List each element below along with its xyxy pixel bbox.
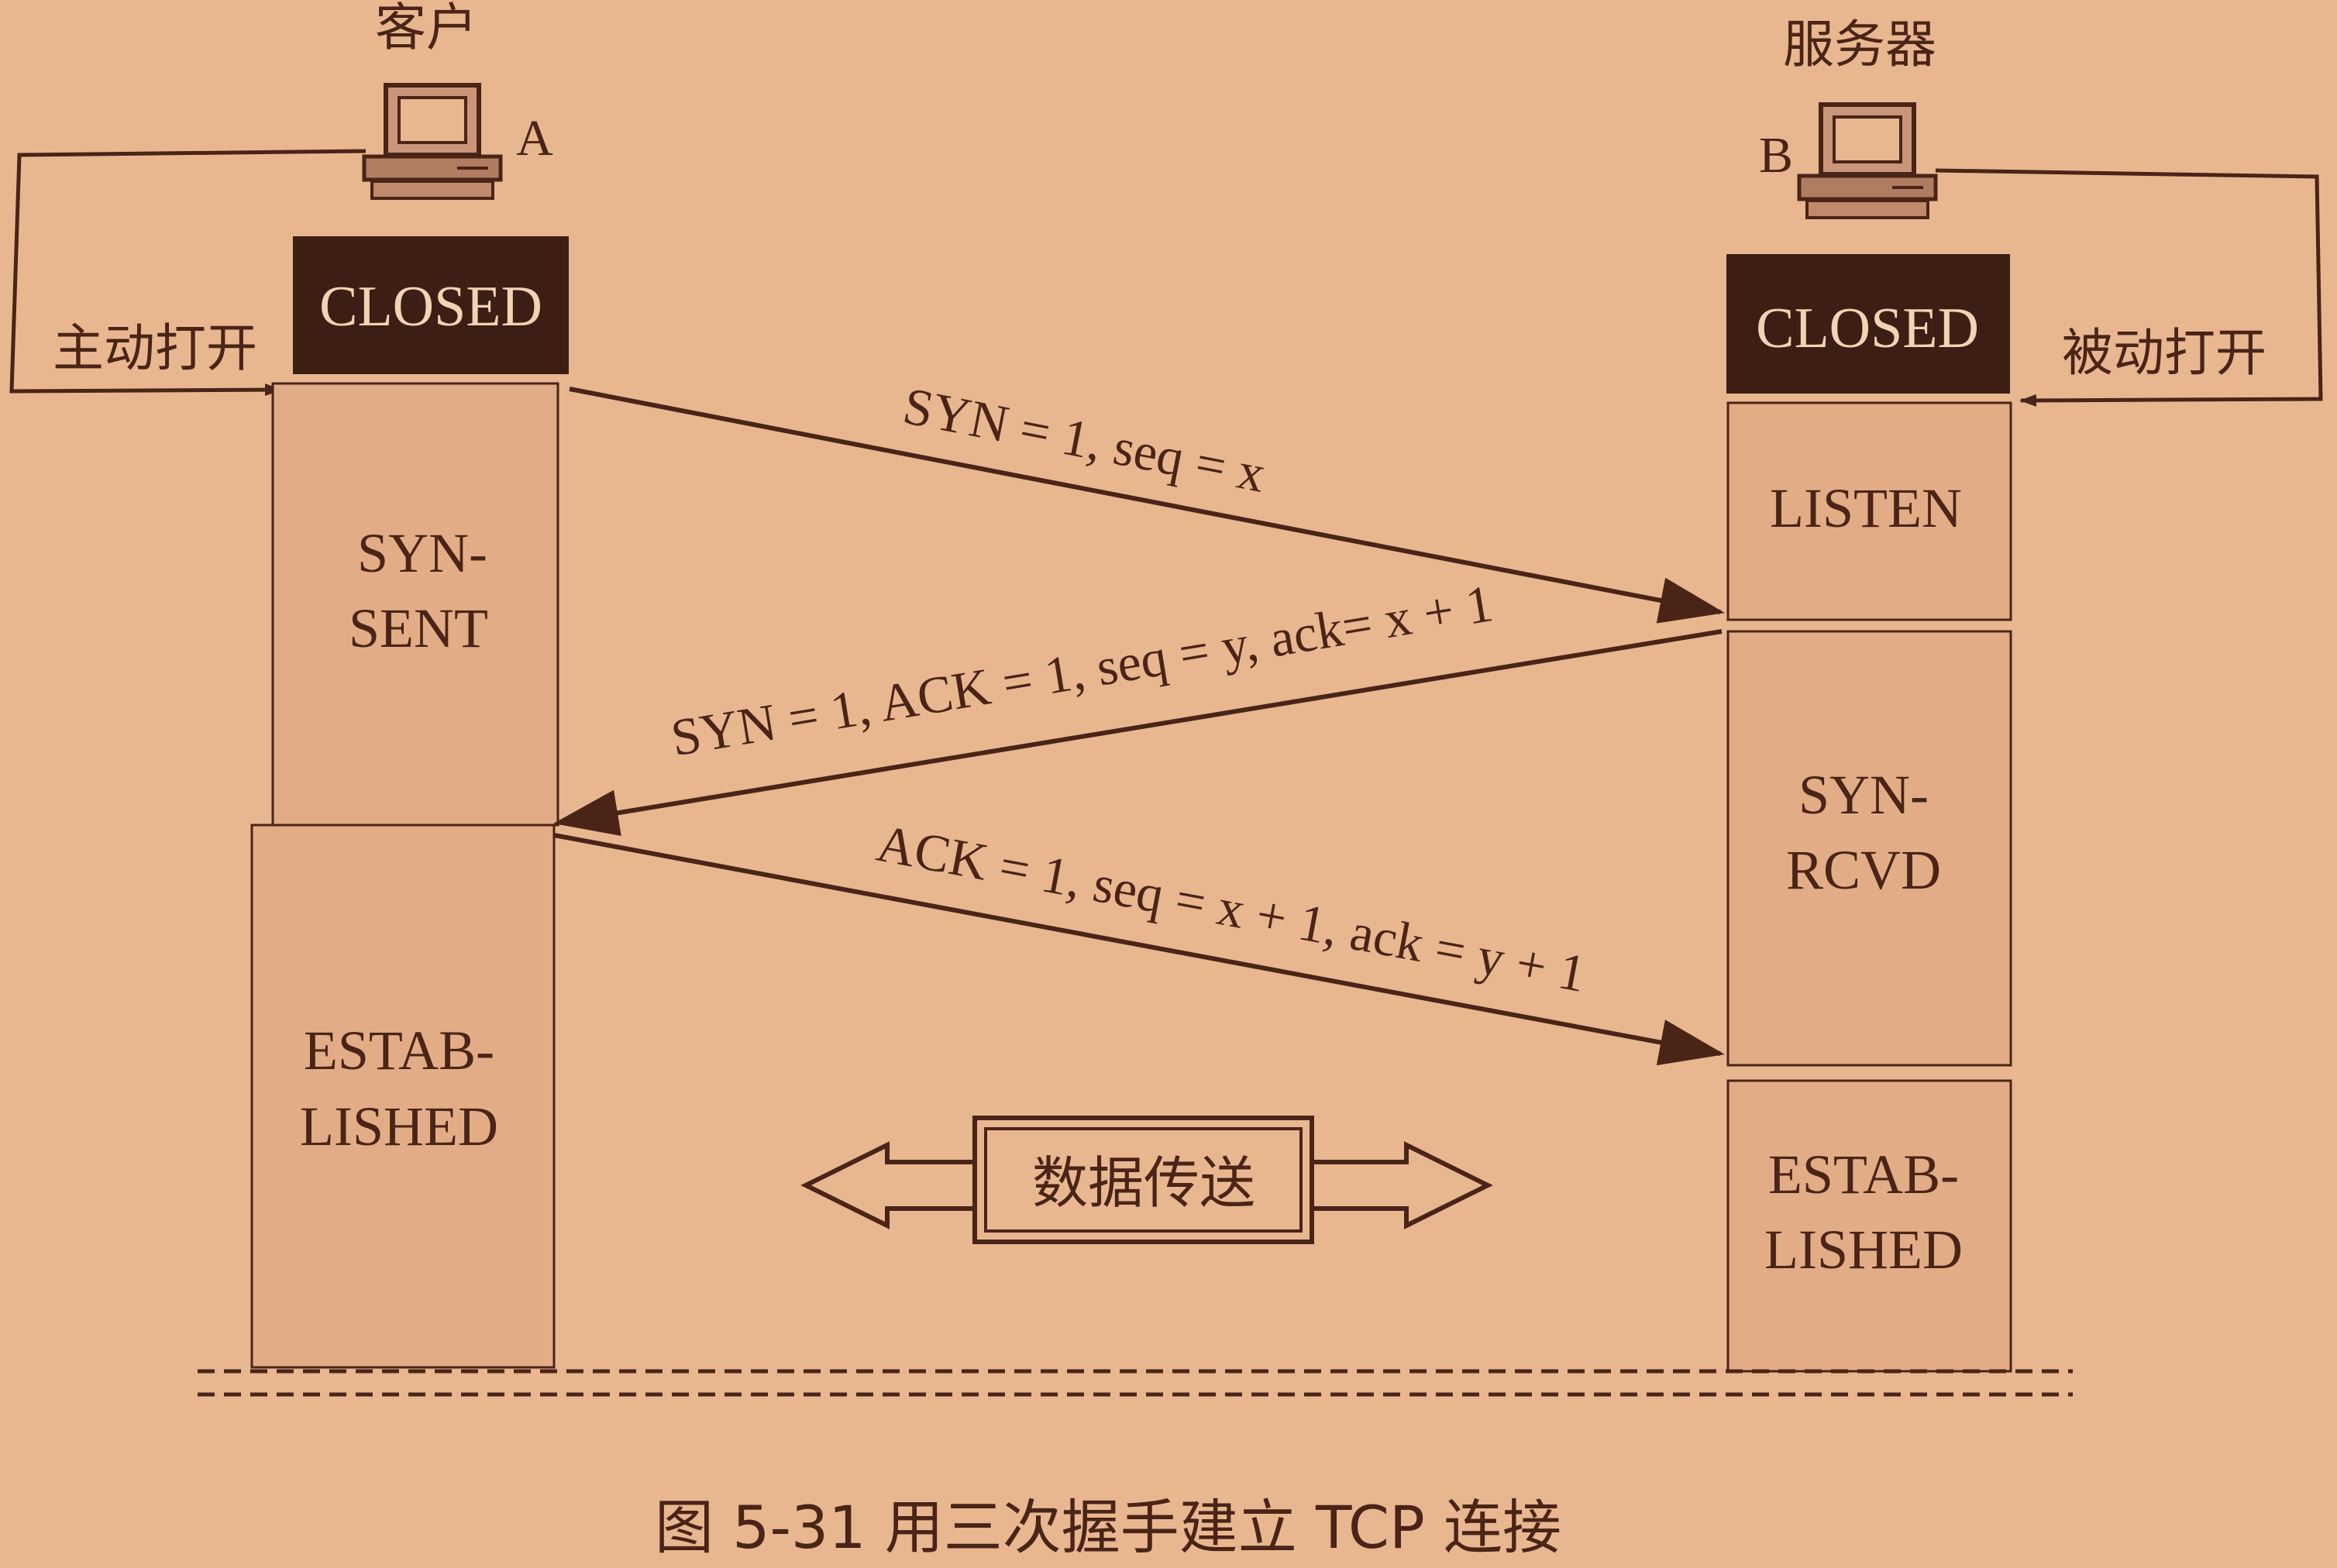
client-side: 客户 A 主动打开 CLOSED SYN- SENT ESTAB- LISHED — [9, 0, 569, 1369]
client-state-syn-sent — [271, 382, 559, 827]
client-state-established-line2: LISHED — [300, 1095, 498, 1157]
server-computer-icon — [1797, 102, 1938, 219]
client-open-label: 主动打开 — [53, 318, 257, 378]
server-state-established — [1726, 1079, 2012, 1373]
client-open-loop — [9, 149, 367, 397]
client-closed-box — [293, 236, 569, 374]
server-side: 服务器 B 被动打开 CLOSED LISTEN SYN- RCVD ESTAB… — [1726, 15, 2323, 1373]
message-arrow-ack — [553, 833, 1725, 1066]
message-arrow-syn-ack — [553, 629, 1723, 836]
server-closed-box — [1726, 254, 2010, 394]
server-state-listen-line1: LISTEN — [1770, 477, 1962, 539]
data-transfer-arrow: 数据传送 — [800, 1116, 1493, 1244]
client-computer-icon — [362, 83, 503, 200]
client-letter: A — [516, 110, 553, 167]
message-label-ack: ACK = 1, seq = x + 1, ack = y + 1 — [873, 813, 1590, 1003]
server-state-syn-rcvd — [1726, 630, 2012, 1067]
figure-caption: 图 5-31 用三次握手建立 TCP 连接 — [655, 1493, 1561, 1562]
server-name: 服务器 — [1783, 15, 1936, 74]
data-transfer-box-inner — [984, 1127, 1303, 1233]
data-transfer-right-arrow — [1307, 1141, 1493, 1229]
server-letter: B — [1759, 127, 1793, 184]
client-state-syn-sent-line1: SYN- — [357, 522, 487, 584]
server-state-listen — [1726, 401, 2012, 621]
client-closed-label: CLOSED — [319, 275, 542, 339]
handshake-messages: SYN = 1, seq = x SYN = 1, ACK = 1, seq =… — [553, 376, 1725, 1066]
server-state-established-line1: ESTAB- — [1768, 1143, 1959, 1205]
server-state-syn-rcvd-line1: SYN- — [1798, 764, 1929, 826]
message-arrow-syn — [569, 387, 1725, 624]
client-state-established-line1: ESTAB- — [304, 1020, 494, 1081]
data-transfer-label: 数据传送 — [1032, 1150, 1255, 1216]
client-state-established — [250, 824, 556, 1369]
timeline-end-lines — [198, 1369, 2073, 1397]
data-transfer-box-outer — [972, 1116, 1314, 1244]
server-open-loop — [1935, 168, 2323, 407]
data-transfer-left-arrow — [800, 1141, 983, 1229]
server-closed-label: CLOSED — [1756, 297, 1979, 360]
message-label-syn: SYN = 1, seq = x — [899, 376, 1270, 504]
server-state-syn-rcvd-line2: RCVD — [1786, 839, 1941, 901]
server-open-label: 被动打开 — [2062, 323, 2266, 383]
server-state-established-line2: LISHED — [1764, 1219, 1963, 1281]
client-state-syn-sent-line2: SENT — [349, 597, 488, 659]
client-name: 客户 — [375, 0, 477, 57]
